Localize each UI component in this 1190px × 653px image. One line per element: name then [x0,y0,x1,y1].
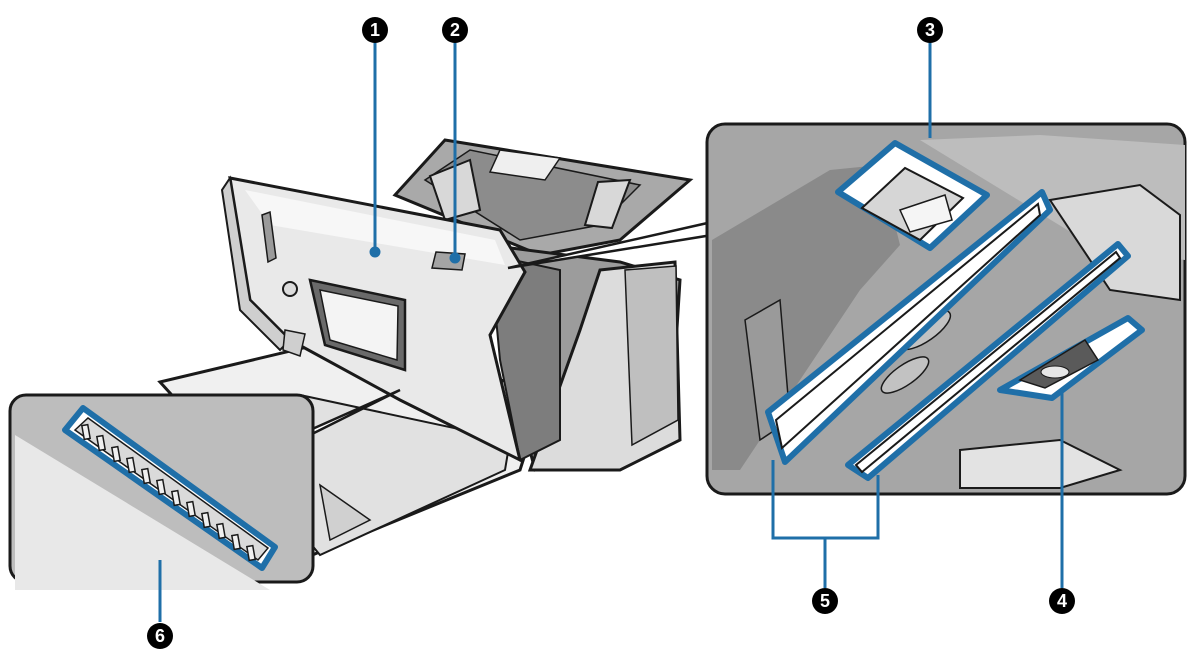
callout-1: 1 [362,17,388,43]
scanner-body [157,138,694,562]
callout-1-label: 1 [370,20,380,40]
callout-2: 2 [442,17,468,43]
scanner-glass [765,189,1131,481]
inset-left [8,393,315,590]
leader-lines [158,42,1064,622]
separation-roller [997,315,1145,401]
callout-3: 3 [917,17,943,43]
callout-6: 6 [147,623,173,649]
pickup-roller [835,140,990,251]
callout-2-label: 2 [450,20,460,40]
callout-4-label: 4 [1057,591,1067,611]
callout-6-label: 6 [155,626,165,646]
sensor-strip [62,405,278,571]
callout-5: 5 [812,588,838,614]
callout-5-label: 5 [820,591,830,611]
callout-3-label: 3 [925,20,935,40]
callout-4: 4 [1049,588,1075,614]
inset-right [705,122,1187,496]
